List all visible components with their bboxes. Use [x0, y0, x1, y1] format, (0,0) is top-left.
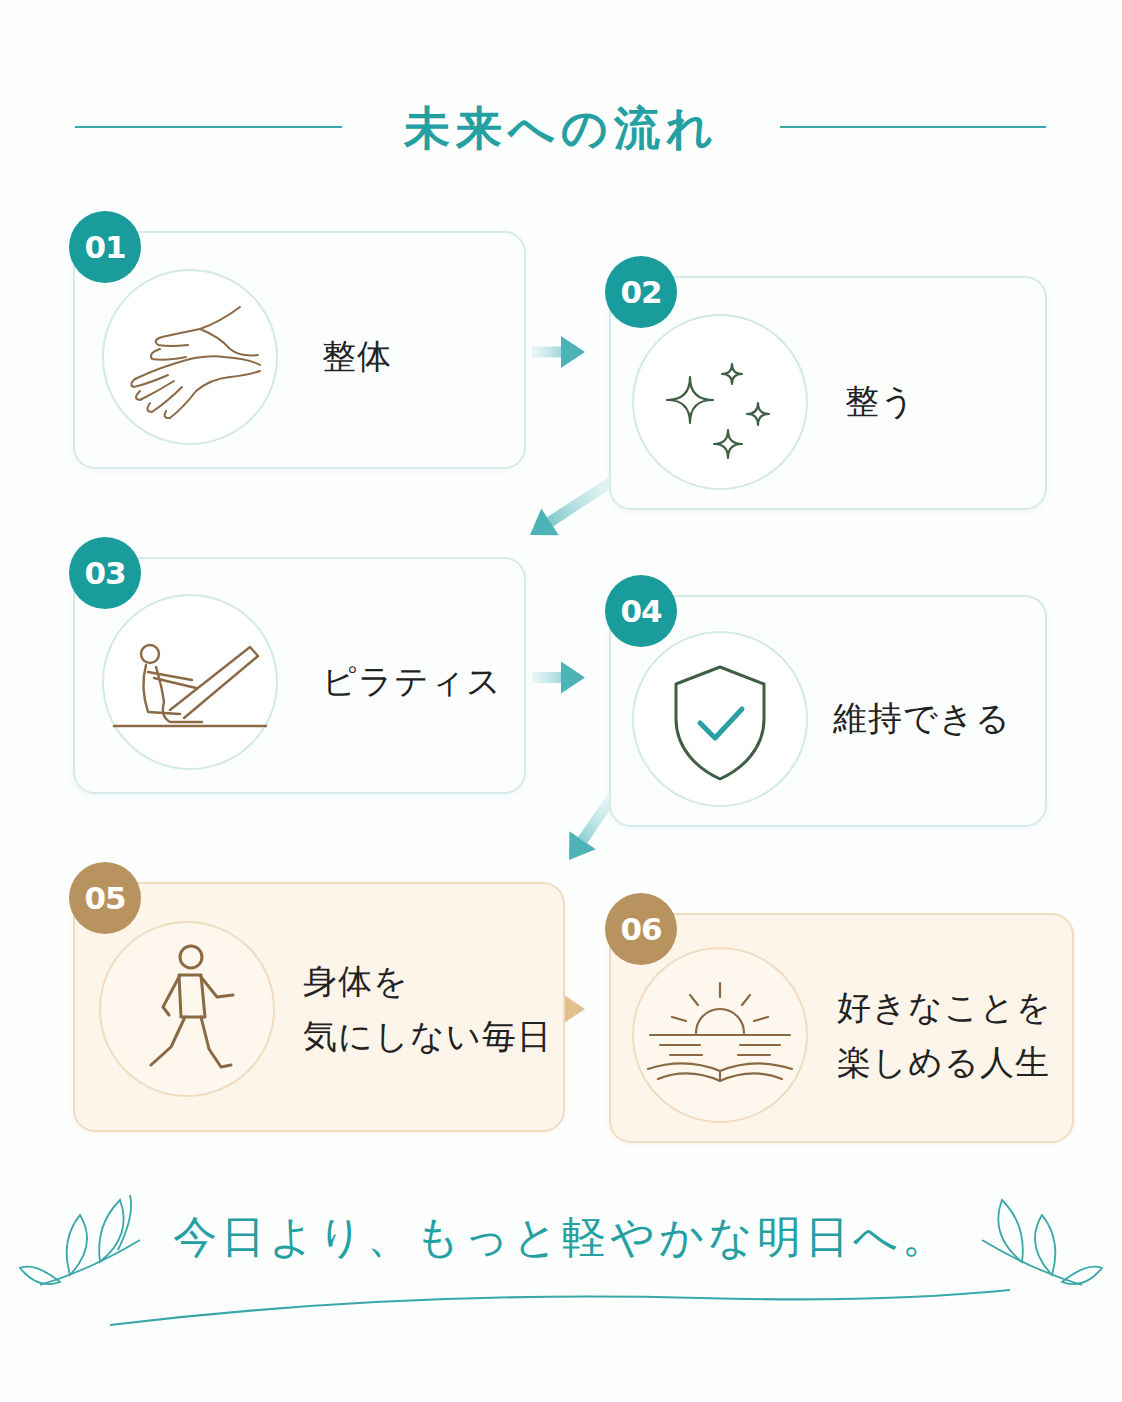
diagram-caption: 今日より、もっと軽やかな明日へ。	[0, 1208, 1122, 1267]
pilates-icon	[100, 592, 280, 772]
step-number: 03	[84, 555, 125, 591]
process-card: 維持できる 04	[609, 595, 1047, 827]
card-label: 身体を 気にしない毎日	[303, 954, 543, 1064]
step-badge: 04	[605, 575, 677, 647]
card-label: ピラティス	[322, 654, 502, 709]
step-badge: 02	[605, 256, 677, 328]
step-number: 01	[84, 229, 125, 265]
diagram-title: 未来への流れ	[0, 98, 1122, 160]
step-number: 04	[620, 593, 661, 629]
step-number: 06	[620, 911, 661, 947]
card-label: 維持できる	[833, 691, 1011, 746]
wave-line	[110, 1290, 1010, 1325]
sparkle-icon	[630, 312, 810, 492]
card-label: 整う	[845, 374, 916, 429]
flow-arrow	[532, 336, 585, 368]
process-card: ピラティス 03	[73, 557, 526, 794]
card-label: 好きなことを 楽しめる人生	[837, 980, 1072, 1090]
shield-icon	[630, 629, 810, 809]
step-badge: 01	[69, 211, 141, 283]
flow-arrow	[530, 482, 611, 535]
title-rule	[75, 126, 342, 128]
flow-arrow	[532, 662, 585, 694]
process-card: 整う 02	[609, 276, 1047, 510]
sunrise-book-icon	[630, 945, 810, 1125]
flow-arrow	[569, 799, 611, 860]
process-card: 身体を 気にしない毎日 05	[73, 882, 565, 1132]
process-card: 好きなことを 楽しめる人生 06	[609, 913, 1074, 1143]
process-card: 整体 01	[73, 231, 526, 469]
step-badge: 05	[69, 862, 141, 934]
step-badge: 03	[69, 537, 141, 609]
step-badge: 06	[605, 893, 677, 965]
card-label: 整体	[322, 329, 392, 384]
hands-icon	[100, 267, 280, 447]
title-rule	[780, 126, 1046, 128]
step-number: 02	[620, 274, 661, 310]
walking-icon	[97, 919, 277, 1099]
step-number: 05	[84, 880, 125, 916]
